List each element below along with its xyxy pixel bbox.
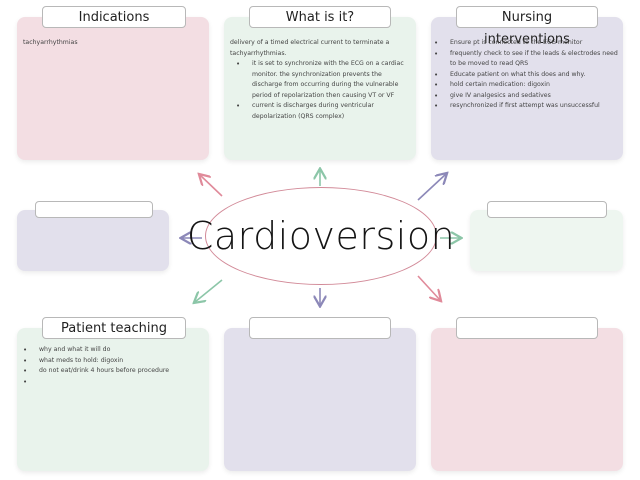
teaching-bullet: why and what it will do [23, 345, 202, 356]
bottom-mid-card [224, 328, 416, 471]
nursing-bullet: resynchronized if first attempt was unsu… [434, 101, 618, 112]
patient-teaching-body: why and what it will do what meds to hol… [17, 345, 202, 387]
nursing-interventions-body: Ensure pt is connected to the ECG monito… [428, 38, 618, 112]
nursing-bullet: hold certain medication: digoxin [434, 80, 618, 91]
what-is-it-header: What is it? [249, 6, 391, 28]
indications-card [17, 17, 209, 160]
nursing-bullet: Educate patient on what this does and wh… [434, 70, 618, 81]
center-title-oval: Cardioversion [187, 187, 455, 285]
left-mid-header [35, 201, 153, 218]
bottom-right-header [456, 317, 598, 339]
left-mid-card [17, 210, 169, 271]
nursing-bullet: Ensure pt is connected to the ECG monito… [434, 38, 618, 49]
arrow-to-patient-teaching [195, 279, 223, 302]
what-is-it-bullet: it is set to synchronize with the ECG on… [236, 59, 408, 101]
bottom-mid-header [249, 317, 391, 339]
arrow-to-bottom-right [417, 275, 440, 300]
center-title: Cardioversion [186, 214, 456, 258]
nursing-bullet: frequently check to see if the leads & e… [434, 49, 618, 70]
what-is-it-intro: delivery of a timed electrical current t… [230, 39, 390, 57]
indications-text: tachyarrhythmias [23, 39, 78, 46]
what-is-it-body: delivery of a timed electrical current t… [230, 38, 408, 122]
arrow-to-indications [200, 175, 223, 197]
right-mid-card [470, 210, 623, 271]
teaching-bullet: what meds to hold: digoxin [23, 356, 202, 367]
teaching-bullet: do not eat/drink 4 hours before procedur… [23, 366, 202, 377]
patient-teaching-header: Patient teaching [42, 317, 186, 339]
right-mid-header [487, 201, 607, 218]
what-is-it-bullet: current is discharges during ventricular… [236, 101, 408, 122]
indications-header: Indications [42, 6, 186, 28]
bottom-right-card [431, 328, 623, 471]
nursing-bullet: give IV analgesics and sedatives [434, 91, 618, 102]
arrow-to-nursing [417, 174, 446, 201]
